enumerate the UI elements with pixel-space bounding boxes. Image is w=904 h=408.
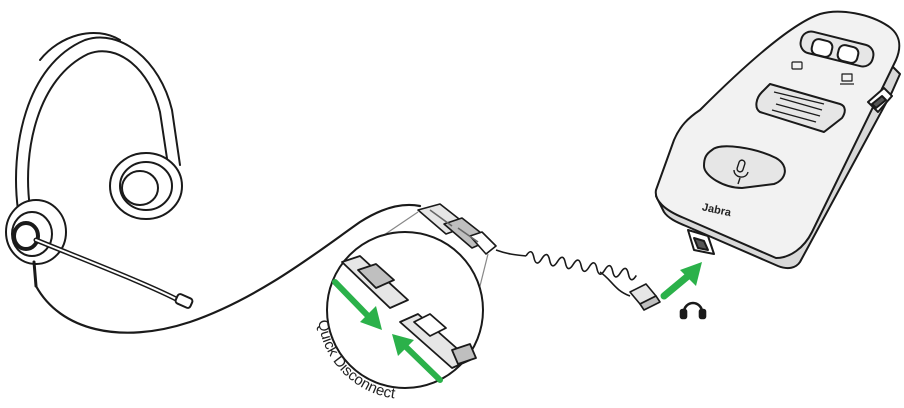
headset-icon bbox=[681, 303, 705, 318]
plug-in-arrow bbox=[664, 262, 702, 296]
headset bbox=[6, 33, 193, 309]
left-earcup bbox=[6, 200, 66, 264]
amplifier-device bbox=[656, 12, 900, 268]
right-earcup bbox=[110, 153, 182, 219]
coiled-cord bbox=[496, 250, 637, 296]
rj-plug bbox=[630, 284, 660, 310]
